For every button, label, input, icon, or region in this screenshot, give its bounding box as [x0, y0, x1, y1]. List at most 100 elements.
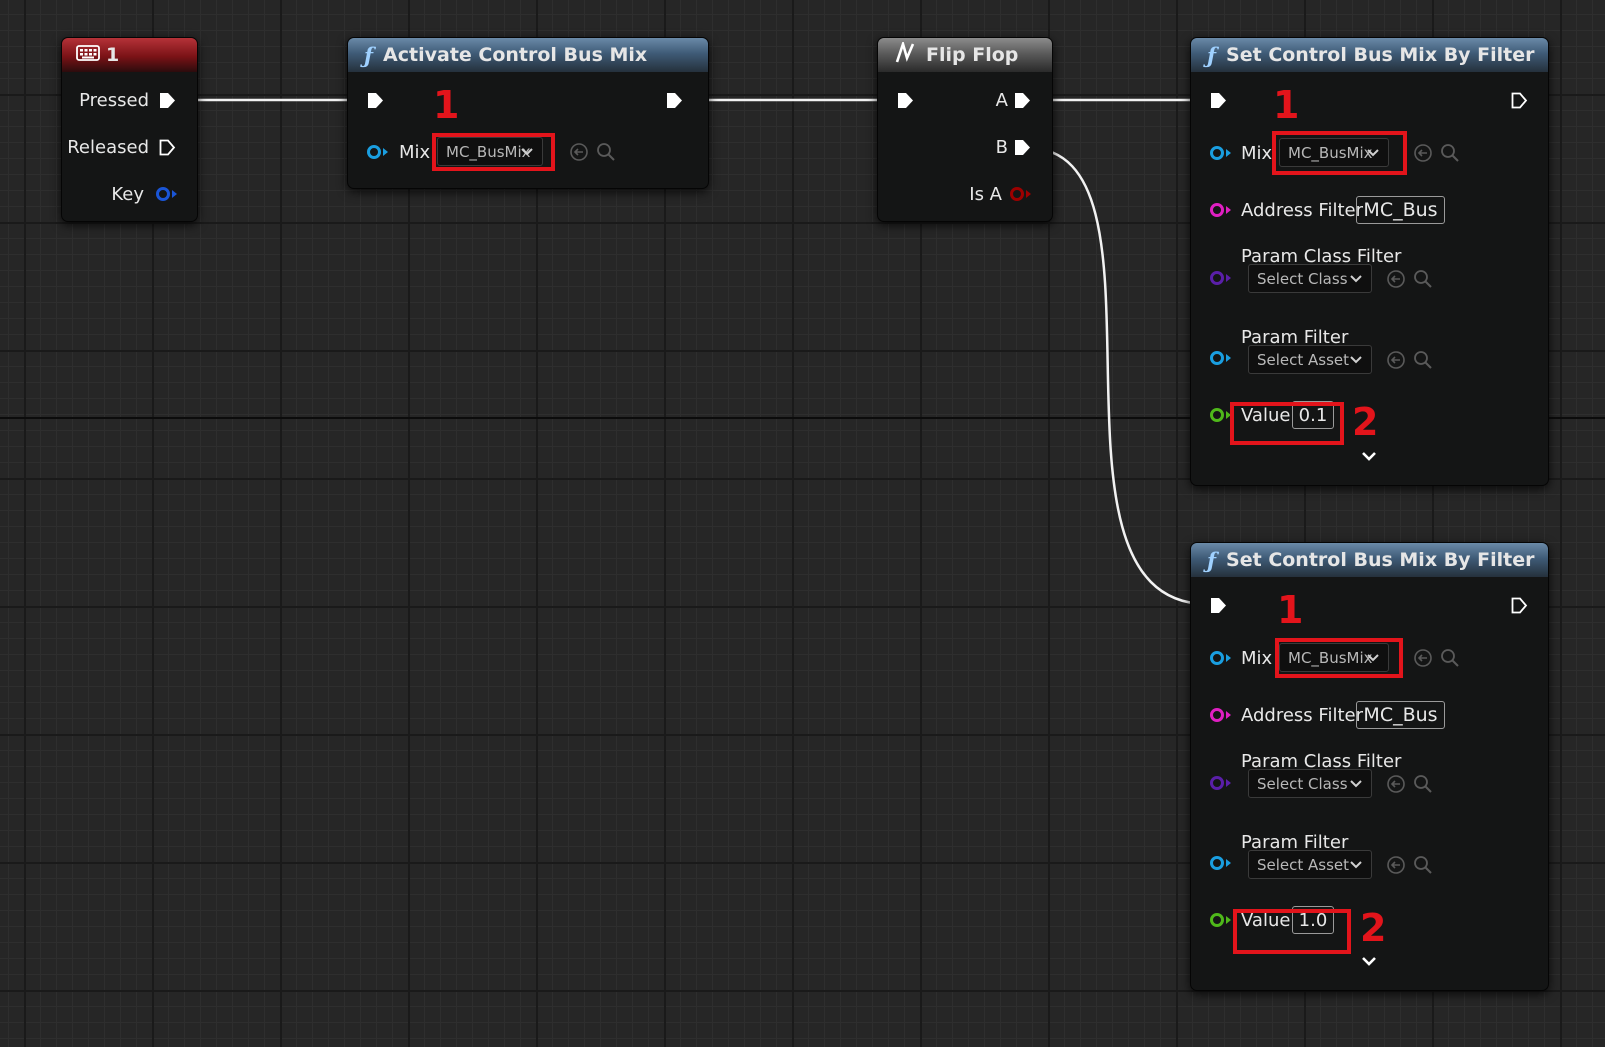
activate-mix-dropdown[interactable]: MC_BusMix [437, 137, 543, 166]
set-filter-top-value-value: 0.1 [1298, 404, 1328, 426]
use-selected-asset-icon[interactable] [1386, 855, 1406, 875]
activate-mix-pin-arrow [383, 148, 388, 156]
set-filter-bottom-mix-pin[interactable] [1210, 651, 1224, 665]
set-filter-bottom-param-class-value: Select Class [1257, 774, 1348, 793]
set-filter-top-address-field[interactable]: MC_Bus [1356, 196, 1445, 224]
browse-search-icon[interactable] [596, 142, 616, 162]
flipflop-is-a-bool-pin[interactable] [1010, 187, 1024, 201]
macro-icon [894, 39, 916, 69]
set-filter-bottom-value-value: 1.0 [1298, 909, 1328, 931]
use-selected-asset-icon[interactable] [1413, 143, 1433, 163]
function-icon: ƒ [1207, 42, 1217, 68]
function-icon: ƒ [1207, 547, 1217, 573]
set-filter-bottom-callout-2: 2 [1360, 906, 1387, 950]
set-filter-bottom-param-filter-pin[interactable] [1210, 856, 1224, 870]
keyboard-icon [76, 44, 100, 66]
released-pin-label: Released [67, 137, 149, 158]
set-filter-bottom-address-arrow [1226, 711, 1231, 719]
set-filter-top-mix-dropdown[interactable]: MC_BusMix [1279, 138, 1389, 167]
use-selected-asset-icon[interactable] [1386, 774, 1406, 794]
key-event-node[interactable]: 1 Pressed Released Key [61, 37, 198, 222]
flip-flop-header[interactable]: Flip Flop [878, 38, 1052, 72]
set-filter-top-exec-out-pin[interactable] [1511, 92, 1528, 109]
chevron-down-icon [1367, 149, 1379, 157]
set-filter-bottom-param-class-pin[interactable] [1210, 776, 1224, 790]
key-event-header[interactable]: 1 [62, 38, 197, 72]
browse-search-icon[interactable] [1440, 648, 1460, 668]
set-control-bus-mix-by-filter-node-bottom[interactable]: ƒ Set Control Bus Mix By Filter Mix MC_B… [1190, 542, 1549, 991]
flipflop-is-a-arrow [1026, 190, 1031, 198]
key-event-title: 1 [106, 44, 120, 66]
set-filter-top-param-class-dropdown[interactable]: Select Class [1248, 264, 1372, 293]
expand-chevron-icon[interactable] [1361, 955, 1377, 967]
set-filter-bottom-callout-1: 1 [1277, 588, 1304, 632]
activate-exec-in-pin[interactable] [367, 92, 384, 109]
set-filter-top-param-filter-dropdown[interactable]: Select Asset [1248, 345, 1372, 374]
set-filter-bottom-exec-out-pin[interactable] [1511, 597, 1528, 614]
set-filter-top-param-class-arrow [1226, 274, 1231, 282]
activate-mix-pin[interactable] [367, 145, 381, 159]
set-filter-bottom-exec-in-pin[interactable] [1210, 597, 1227, 614]
use-selected-asset-icon[interactable] [1386, 350, 1406, 370]
set-filter-bottom-param-filter-dropdown[interactable]: Select Asset [1248, 850, 1372, 879]
set-control-bus-mix-by-filter-node-top[interactable]: ƒ Set Control Bus Mix By Filter Mix MC_B… [1190, 37, 1549, 486]
set-filter-bottom-param-filter-arrow [1226, 859, 1231, 867]
key-struct-pin[interactable] [156, 187, 170, 201]
flipflop-b-pin[interactable] [1014, 139, 1031, 156]
set-filter-bottom-value-pin[interactable] [1210, 913, 1224, 927]
set-filter-top-value-arrow [1226, 411, 1231, 419]
set-filter-bottom-mix-label: Mix [1241, 648, 1273, 669]
set-filter-top-param-filter-arrow [1226, 354, 1231, 362]
set-filter-top-address-pin[interactable] [1210, 203, 1224, 217]
flipflop-a-label: A [995, 90, 1008, 111]
activate-exec-out-pin[interactable] [666, 92, 683, 109]
graph-axis-line [0, 417, 1605, 419]
use-selected-asset-icon[interactable] [1386, 269, 1406, 289]
wire-flipflop-b-to-set-bottom[interactable] [1027, 146, 1206, 606]
set-filter-bottom-address-field[interactable]: MC_Bus [1356, 701, 1445, 729]
browse-search-icon[interactable] [1413, 350, 1433, 370]
set-filter-bottom-mix-dropdown[interactable]: MC_BusMix [1279, 643, 1389, 672]
activate-control-bus-mix-node[interactable]: ƒ Activate Control Bus Mix Mix MC_BusMix [347, 37, 709, 189]
set-filter-bottom-title: Set Control Bus Mix By Filter [1226, 549, 1535, 571]
released-exec-pin[interactable] [159, 139, 176, 156]
set-filter-bottom-address-pin[interactable] [1210, 708, 1224, 722]
set-filter-bottom-value-field[interactable]: 1.0 [1292, 906, 1334, 934]
flip-flop-node[interactable]: Flip Flop A B Is A [877, 37, 1053, 222]
browse-search-icon[interactable] [1413, 269, 1433, 289]
set-filter-top-value-pin[interactable] [1210, 408, 1224, 422]
set-filter-top-value-field[interactable]: 0.1 [1292, 401, 1334, 429]
set-filter-top-param-class-pin[interactable] [1210, 271, 1224, 285]
set-filter-bottom-header[interactable]: ƒ Set Control Bus Mix By Filter [1191, 543, 1548, 577]
chevron-down-icon [1367, 654, 1379, 662]
key-pin-label: Key [111, 184, 144, 205]
set-filter-bottom-param-class-arrow [1226, 779, 1231, 787]
set-filter-bottom-address-label: Address Filter [1241, 705, 1363, 726]
set-filter-top-value-label: Value [1241, 405, 1291, 426]
set-filter-bottom-param-class-dropdown[interactable]: Select Class [1248, 769, 1372, 798]
chevron-down-icon [1350, 861, 1362, 869]
activate-callout-1: 1 [433, 83, 460, 127]
set-filter-top-header[interactable]: ƒ Set Control Bus Mix By Filter [1191, 38, 1548, 72]
use-selected-asset-icon[interactable] [569, 142, 589, 162]
browse-search-icon[interactable] [1413, 774, 1433, 794]
expand-chevron-icon[interactable] [1361, 450, 1377, 462]
use-selected-asset-icon[interactable] [1413, 648, 1433, 668]
activate-node-header[interactable]: ƒ Activate Control Bus Mix [348, 38, 708, 72]
set-filter-top-exec-in-pin[interactable] [1210, 92, 1227, 109]
flipflop-a-pin[interactable] [1014, 92, 1031, 109]
set-filter-bottom-address-value: MC_Bus [1363, 704, 1438, 726]
set-filter-top-mix-highlight [1272, 131, 1407, 175]
set-filter-top-mix-pin[interactable] [1210, 146, 1224, 160]
browse-search-icon[interactable] [1440, 143, 1460, 163]
set-filter-bottom-param-class-label: Param Class Filter [1241, 751, 1402, 772]
set-filter-top-address-label: Address Filter [1241, 200, 1363, 221]
browse-search-icon[interactable] [1413, 855, 1433, 875]
set-filter-bottom-value-label: Value [1241, 910, 1291, 931]
set-filter-top-param-filter-pin[interactable] [1210, 351, 1224, 365]
flipflop-exec-in-pin[interactable] [897, 92, 914, 109]
pressed-exec-pin[interactable] [159, 92, 176, 109]
set-filter-top-mix-arrow [1226, 149, 1231, 157]
set-filter-top-callout-1: 1 [1273, 83, 1300, 127]
